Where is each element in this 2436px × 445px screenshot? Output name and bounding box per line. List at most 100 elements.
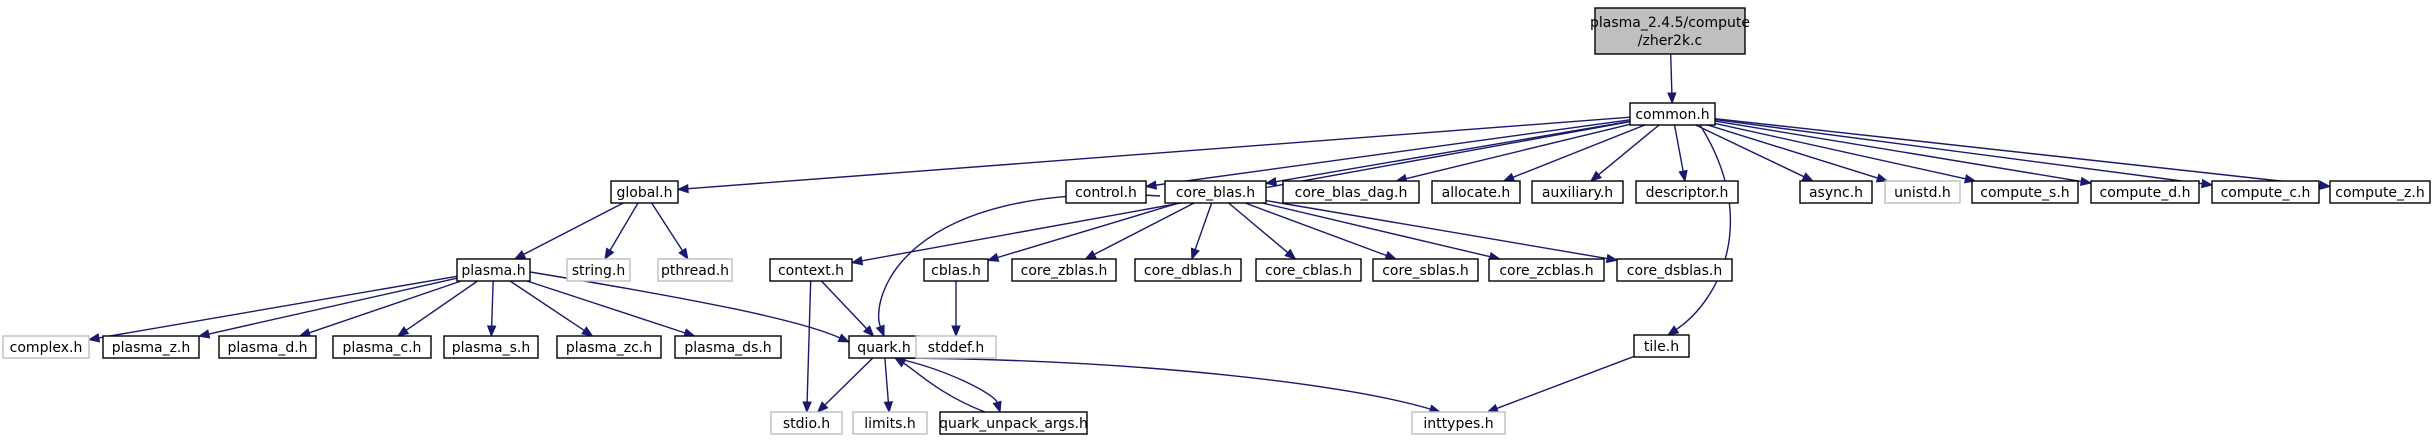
node-limits[interactable]: limits.h: [852, 411, 928, 435]
node-quark[interactable]: quark.h: [848, 335, 920, 359]
node-core-dblas-label: core_dblas.h: [1144, 263, 1232, 279]
edge-common-to-allocate-line: [1512, 124, 1646, 178]
edge-quark-to-stdio: [816, 357, 874, 413]
edge-cblas-to-stddef-arrowhead: [951, 325, 961, 338]
node-stddef-label: stddef.h: [928, 340, 984, 356]
edge-quark-to-quark-unpack: [894, 357, 1002, 414]
edge-common-to-unistd-arrowhead: [1875, 173, 1889, 183]
node-quark-unpack[interactable]: quark_unpack_args.h: [939, 411, 1088, 435]
node-stdio[interactable]: stdio.h: [770, 411, 843, 435]
edge-plasma-to-plasma-zc-arrowhead: [581, 326, 594, 337]
edge-common-to-control-line: [1155, 119, 1631, 186]
edge-plasma-to-plasma-ds-line: [526, 280, 686, 334]
node-stddef-box: [915, 335, 997, 359]
node-pthread-label: pthread.h: [661, 263, 729, 279]
node-compute-d[interactable]: compute_d.h: [2090, 180, 2200, 204]
node-plasma-ds-label: plasma_ds.h: [684, 340, 771, 356]
node-core-sblas-box: [1372, 258, 1479, 282]
node-complex-label: complex.h: [10, 340, 83, 356]
edge-quark-to-quark-unpack-arrowhead: [992, 400, 1002, 414]
node-unistd[interactable]: unistd.h: [1884, 180, 1961, 204]
node-descriptor[interactable]: descriptor.h: [1635, 180, 1739, 204]
edge-common-to-async-arrowhead: [1801, 172, 1815, 182]
node-context[interactable]: context.h: [769, 258, 853, 282]
edge-quark-unpack-to-quark-line: [903, 362, 986, 413]
node-complex[interactable]: complex.h: [2, 335, 90, 359]
edge-common-to-global-arrowhead: [676, 183, 689, 194]
node-unistd-label: unistd.h: [1894, 185, 1951, 201]
edge-quark-to-limits-arrowhead: [883, 401, 894, 414]
node-control[interactable]: control.h: [1065, 180, 1147, 204]
edge-quark-to-stdio-arrowhead: [816, 401, 829, 413]
edge-plasma-to-plasma-ds: [526, 280, 696, 338]
node-context-box: [769, 258, 853, 282]
node-core-dblas[interactable]: core_dblas.h: [1134, 258, 1242, 282]
node-allocate[interactable]: allocate.h: [1431, 180, 1521, 204]
node-common[interactable]: common.h: [1629, 102, 1716, 126]
node-plasma-s-label: plasma_s.h: [452, 340, 530, 356]
node-cblas[interactable]: cblas.h: [923, 258, 989, 282]
node-plasma[interactable]: plasma.h: [456, 258, 531, 282]
node-plasma-c[interactable]: plasma_c.h: [332, 335, 432, 359]
node-string-box: [566, 258, 631, 282]
node-pthread[interactable]: pthread.h: [657, 258, 733, 282]
node-core-dsblas-box: [1616, 258, 1733, 282]
node-auxiliary[interactable]: auxiliary.h: [1531, 180, 1624, 204]
edge-common-to-auxiliary-arrowhead: [1589, 170, 1603, 182]
edge-core-blas-to-core-sblas-arrowhead: [1384, 250, 1398, 260]
edge-global-to-pthread-line: [651, 202, 684, 251]
node-global[interactable]: global.h: [610, 180, 679, 204]
edge-plasma-to-plasma-s-line: [490, 280, 494, 327]
node-tile[interactable]: tile.h: [1633, 334, 1690, 358]
edge-common-to-allocate: [1502, 124, 1646, 182]
node-compute-s[interactable]: compute_s.h: [1971, 180, 2079, 204]
node-core-cblas-box: [1255, 258, 1362, 282]
edge-global-to-pthread-arrowhead: [678, 247, 689, 261]
edge-core-blas-to-core-zcblas: [1262, 202, 1502, 262]
node-cblas-box: [923, 258, 989, 282]
edge-common-to-core-blas-arrowhead: [1264, 176, 1278, 187]
node-core-zcblas[interactable]: core_zcblas.h: [1488, 258, 1605, 282]
node-plasma-z[interactable]: plasma_z.h: [102, 335, 200, 359]
node-control-label: control.h: [1075, 185, 1137, 201]
node-async-label: async.h: [1809, 185, 1863, 201]
edge-common-to-compute-z: [1714, 117, 2332, 191]
node-compute-d-label: compute_d.h: [2100, 185, 2191, 201]
edge-tile-to-inttypes: [1486, 355, 1635, 413]
edge-common-to-global-line: [687, 116, 1631, 190]
node-string[interactable]: string.h: [566, 258, 631, 282]
edge-common-to-compute-c-line: [1714, 118, 2203, 185]
node-core-cblas[interactable]: core_cblas.h: [1255, 258, 1362, 282]
node-root-label: /zher2k.c: [1638, 33, 1702, 49]
node-inttypes-label: inttypes.h: [1423, 416, 1493, 432]
node-core-blas[interactable]: core_blas.h: [1164, 180, 1267, 204]
node-core-zblas[interactable]: core_zblas.h: [1011, 258, 1117, 282]
node-root[interactable]: plasma_2.4.5/compute/zher2k.c: [1590, 7, 1750, 55]
node-allocate-label: allocate.h: [1442, 185, 1511, 201]
node-async[interactable]: async.h: [1799, 180, 1873, 204]
edge-context-to-stdio-arrowhead: [802, 401, 812, 414]
edge-plasma-to-plasma-s: [486, 280, 497, 338]
node-plasma-d[interactable]: plasma_d.h: [218, 335, 317, 359]
node-core-zblas-label: core_zblas.h: [1021, 263, 1108, 279]
node-compute-c[interactable]: compute_c.h: [2211, 180, 2320, 204]
edge-common-to-auxiliary: [1589, 124, 1660, 182]
node-core-blas-dag[interactable]: core_blas_dag.h: [1282, 180, 1420, 204]
node-plasma-d-box: [218, 335, 317, 359]
node-limits-box: [852, 411, 928, 435]
node-compute-z[interactable]: compute_z.h: [2329, 180, 2431, 204]
node-limits-label: limits.h: [864, 416, 915, 432]
edge-plasma-to-complex: [87, 275, 458, 343]
node-plasma-ds[interactable]: plasma_ds.h: [674, 335, 782, 359]
edge-core-blas-to-core-zblas-line: [1093, 202, 1195, 256]
edge-core-blas-to-core-sblas: [1244, 202, 1398, 260]
edge-context-to-quark-arrowhead: [862, 325, 875, 337]
node-core-blas-label: core_blas.h: [1176, 185, 1255, 201]
node-core-zblas-box: [1011, 258, 1117, 282]
node-core-sblas[interactable]: core_sblas.h: [1372, 258, 1479, 282]
node-plasma-s[interactable]: plasma_s.h: [443, 335, 539, 359]
node-plasma-zc[interactable]: plasma_zc.h: [556, 335, 662, 359]
node-stddef[interactable]: stddef.h: [915, 335, 997, 359]
node-core-dsblas[interactable]: core_dsblas.h: [1616, 258, 1733, 282]
node-inttypes[interactable]: inttypes.h: [1411, 411, 1506, 435]
